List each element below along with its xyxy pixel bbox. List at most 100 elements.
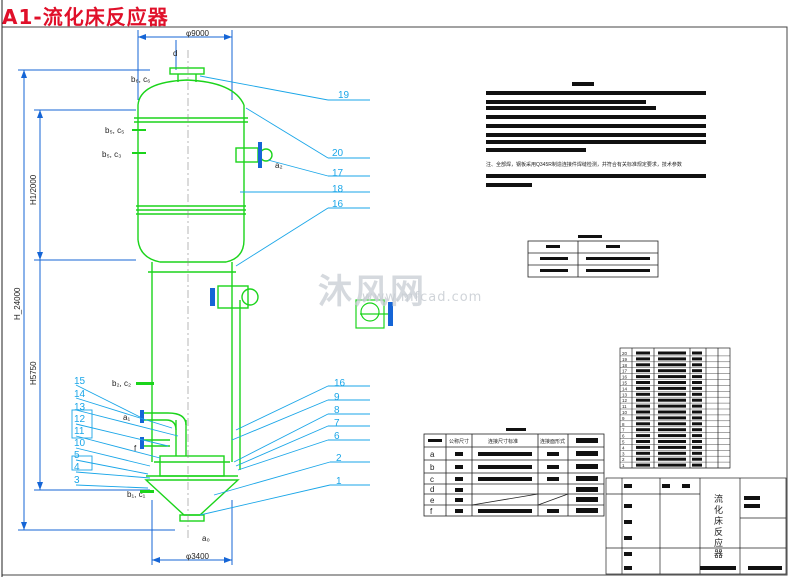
bom-row-number: 13 — [622, 392, 628, 397]
bom-cell-text — [658, 398, 686, 402]
bom-cell-text — [636, 363, 650, 367]
bom-cell-text — [692, 440, 702, 443]
title-block-name: 流化床反应器 — [714, 493, 723, 560]
bom-cell-text — [692, 404, 702, 408]
drawing-title: A1-流化床反应器 — [2, 5, 169, 29]
nozzle-label: b₅, c₅ — [105, 126, 124, 135]
bom-row-number: 7 — [622, 428, 625, 433]
callout-number: 9 — [334, 392, 340, 403]
bom-cell-text — [658, 422, 686, 426]
bom-cell-text — [636, 445, 650, 449]
nozzle-label: a₀ — [202, 534, 210, 543]
bom-cell-text — [692, 457, 702, 461]
bom-row-number: 15 — [622, 381, 628, 386]
bom-cell-text — [658, 381, 686, 384]
dim-h2: H5750 — [29, 361, 38, 385]
bom-cell-text — [658, 451, 686, 455]
bom-cell-text — [692, 392, 702, 396]
callout-number: 3 — [74, 475, 80, 486]
watermark-main: 沐风网 — [318, 272, 426, 312]
top-diameter-dim: φ9000 — [186, 29, 210, 38]
bom-row-number: 3 — [622, 451, 625, 456]
bom-cell-text — [636, 398, 650, 402]
bom-cell-text — [636, 416, 650, 420]
bom-cell-text — [636, 410, 650, 414]
bom-row-number: 1 — [622, 463, 625, 468]
callout-number: 15 — [74, 376, 86, 387]
bom-cell-text — [636, 386, 650, 390]
callout-number: 12 — [74, 414, 86, 425]
bom-row-number: 20 — [622, 351, 628, 356]
bom-row-number: 8 — [622, 422, 625, 427]
bom-cell-text — [692, 434, 702, 438]
leader-lines — [71, 75, 370, 516]
bom-row-number: 14 — [622, 386, 628, 391]
callout-number: 10 — [74, 438, 86, 449]
bom-cell-text — [658, 416, 686, 420]
bom-row-number: 10 — [622, 410, 628, 415]
bom-cell-text — [658, 351, 686, 355]
table-row-label: a — [430, 450, 435, 459]
callout-number: 13 — [74, 402, 86, 413]
bom-cell-text — [692, 463, 702, 467]
bottom-diameter-dim: φ3400 — [186, 552, 210, 561]
bom-cell-text — [692, 445, 702, 449]
table-row-label: d — [430, 485, 434, 494]
bom-cell-text — [692, 416, 702, 420]
table-row-label: e — [430, 496, 435, 505]
dim-h1: H1/2000 — [29, 174, 38, 205]
nozzle-label: b₁, c₁ — [127, 490, 146, 499]
callout-number: 18 — [332, 184, 344, 195]
table-header: 公称尺寸 — [449, 438, 469, 445]
callout-number: 20 — [332, 148, 344, 159]
bom-cell-text — [658, 410, 686, 414]
nozzle-label: b₂, c₂ — [112, 379, 131, 388]
callout-number: 8 — [334, 405, 340, 416]
nozzle-label: a₂ — [275, 161, 283, 170]
bom-cell-text — [636, 357, 650, 361]
dim-total: H_24000 — [13, 287, 22, 320]
bom-cell-text — [658, 375, 686, 379]
callout-number: 4 — [74, 462, 80, 473]
nozzle-flanges — [140, 142, 262, 449]
bom-cell-text — [692, 398, 702, 402]
nozzle-label: b₆, c₆ — [131, 75, 150, 84]
bom-cell-text — [636, 422, 650, 426]
bom-row-number: 6 — [622, 434, 625, 439]
bom-row-number: 9 — [622, 416, 625, 421]
bom-row-number: 16 — [622, 375, 628, 380]
nozzle-label: d — [173, 49, 177, 58]
nozzle-table — [423, 433, 605, 517]
callout-number: 17 — [332, 168, 344, 179]
bom-cell-text — [658, 463, 686, 467]
bom-cell-text — [636, 451, 650, 455]
callout-number: 1 — [336, 476, 342, 487]
nozzle-label: b₅, c₃ — [102, 150, 121, 159]
flange-detail — [355, 299, 388, 329]
callout-number: 6 — [334, 431, 340, 442]
bom-cell-text — [636, 463, 650, 467]
bom-cell-text — [636, 392, 650, 396]
nozzle-label: f — [134, 444, 137, 453]
bom-cell-text — [658, 392, 686, 396]
watermark-url: www.mfcad.com — [362, 290, 483, 305]
bom-cell-text — [692, 386, 702, 390]
bom-cell-text — [636, 375, 650, 379]
tech-note-line: 注、全部焊，钢板采用Q345R制造连接件焊缝检测，并符合有关标准规定要求，技术参… — [486, 161, 682, 168]
bom-cell-text — [636, 369, 650, 373]
bom-cell-text — [636, 351, 650, 355]
bom-cell-text — [692, 375, 702, 379]
table-row-label: f — [430, 507, 433, 516]
bom-cell-text — [692, 422, 702, 426]
callout-number: 11 — [74, 426, 85, 437]
bom-cell-text — [658, 386, 686, 390]
nozzle-label: a₁ — [123, 413, 130, 422]
bom-cell-text — [636, 434, 650, 438]
table-header: 连接面形式 — [540, 438, 565, 445]
bom-cell-text — [636, 440, 650, 443]
bom-row-number: 17 — [622, 369, 628, 374]
bom-row-number: 2 — [622, 457, 625, 462]
vessel-body — [134, 67, 273, 522]
